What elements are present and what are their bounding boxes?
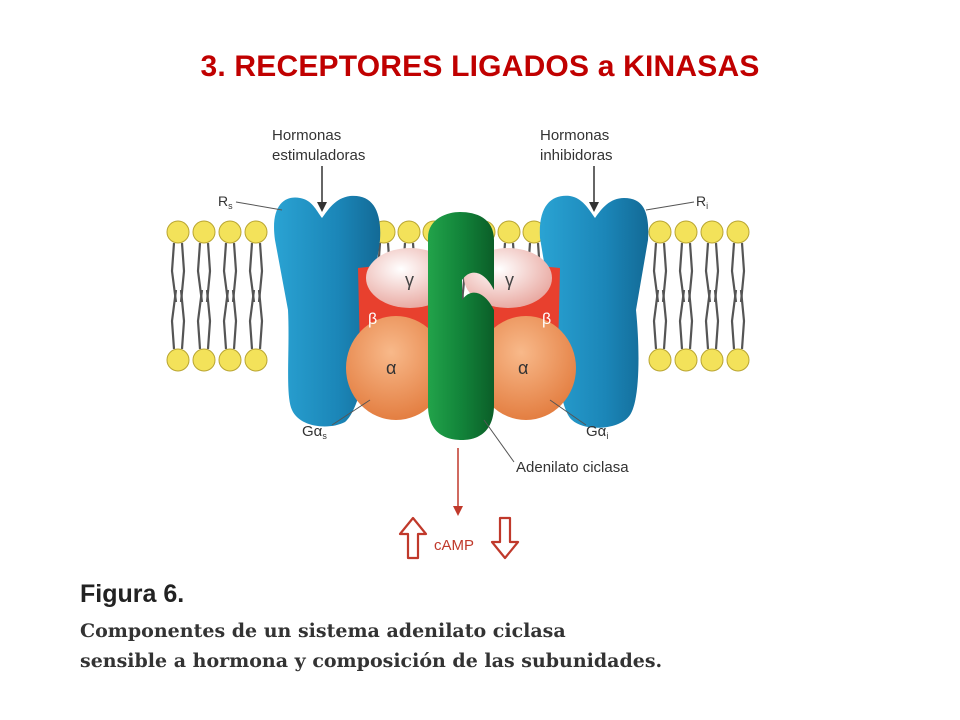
- lipid-head: [166, 348, 190, 372]
- receptor-inhib-leader: [645, 201, 695, 211]
- figure-caption-line-2: sensible a hormona y composición de las …: [80, 650, 663, 672]
- slide-title: 3. RECEPTORES LIGADOS a KINASAS: [200, 50, 760, 83]
- figure-caption-line-1: Componentes de un sistema adenilato cicl…: [80, 620, 566, 642]
- receptor-stim-label: Rs: [218, 193, 233, 211]
- adenylate-cyclase: [428, 212, 494, 440]
- lipid-tail: [652, 289, 668, 350]
- alpha-label-left: α: [386, 358, 396, 378]
- lipid-head: [218, 348, 242, 372]
- lipid-head: [244, 220, 268, 244]
- lipid-tail: [678, 289, 694, 350]
- lipid-head: [674, 348, 698, 372]
- camp-increase-arrow-icon: [398, 516, 428, 560]
- lipid-head: [192, 220, 216, 244]
- receptor-inhib-label: Ri: [696, 193, 708, 211]
- lipid-tail: [170, 289, 186, 350]
- gamma-label-right: γ: [505, 270, 514, 290]
- camp-label: cAMP: [434, 537, 474, 554]
- lipid-head: [192, 348, 216, 372]
- lipid-head: [700, 348, 724, 372]
- inhibitory-arrowhead: [589, 202, 599, 212]
- beta-label-right: β: [542, 311, 551, 328]
- stimulatory-arrowhead: [317, 202, 327, 212]
- g-alpha-stim-label: Gαs: [302, 423, 327, 441]
- lipid-head: [726, 220, 750, 244]
- alpha-label-right: α: [518, 358, 528, 378]
- g-alpha-stim-leader: [331, 399, 371, 426]
- beta-label-left: β: [368, 311, 377, 328]
- camp-output-arrowhead: [453, 506, 463, 516]
- camp-decrease-arrow-icon: [490, 516, 520, 560]
- g-alpha-inhib-label: Gαi: [586, 423, 608, 441]
- lipid-head: [497, 220, 521, 244]
- lipid-head: [218, 220, 242, 244]
- inhibitory-hormone-label-2: inhibidoras: [540, 147, 613, 164]
- receptor-stim-leader: [235, 201, 283, 211]
- lipid-head: [648, 220, 672, 244]
- alpha-subunit-right: [476, 316, 576, 420]
- inhibitory-hormone-label-1: Hormonas: [540, 127, 609, 144]
- adenylate-cyclase-diagram: γ γ β β α α Hormonas estimuladoras Hormo…: [166, 127, 750, 560]
- figure-caption: Componentes de un sistema adenilato cicl…: [80, 616, 880, 676]
- g-alpha-inhib-leader: [549, 399, 587, 426]
- lipid-tail: [248, 289, 264, 350]
- lipid-head: [726, 348, 750, 372]
- lipid-head: [244, 348, 268, 372]
- figure-label: Figura 6.: [80, 580, 185, 608]
- lipid-tail: [704, 289, 720, 350]
- lipid-head: [674, 220, 698, 244]
- lipid-head: [397, 220, 421, 244]
- lipid-tail: [222, 289, 238, 350]
- lipid-tail: [730, 289, 746, 350]
- lipid-head: [166, 220, 190, 244]
- lipid-head: [700, 220, 724, 244]
- gamma-label-left: γ: [405, 270, 414, 290]
- lipid-head: [648, 348, 672, 372]
- stimulatory-hormone-label-1: Hormonas: [272, 127, 341, 144]
- adenylate-cyclase-leader: [483, 419, 515, 463]
- stimulatory-hormone-label-2: estimuladoras: [272, 147, 365, 164]
- adenylate-cyclase-label: Adenilato ciclasa: [516, 459, 629, 476]
- alpha-subunit-left: [346, 316, 446, 420]
- lipid-tail: [196, 289, 212, 350]
